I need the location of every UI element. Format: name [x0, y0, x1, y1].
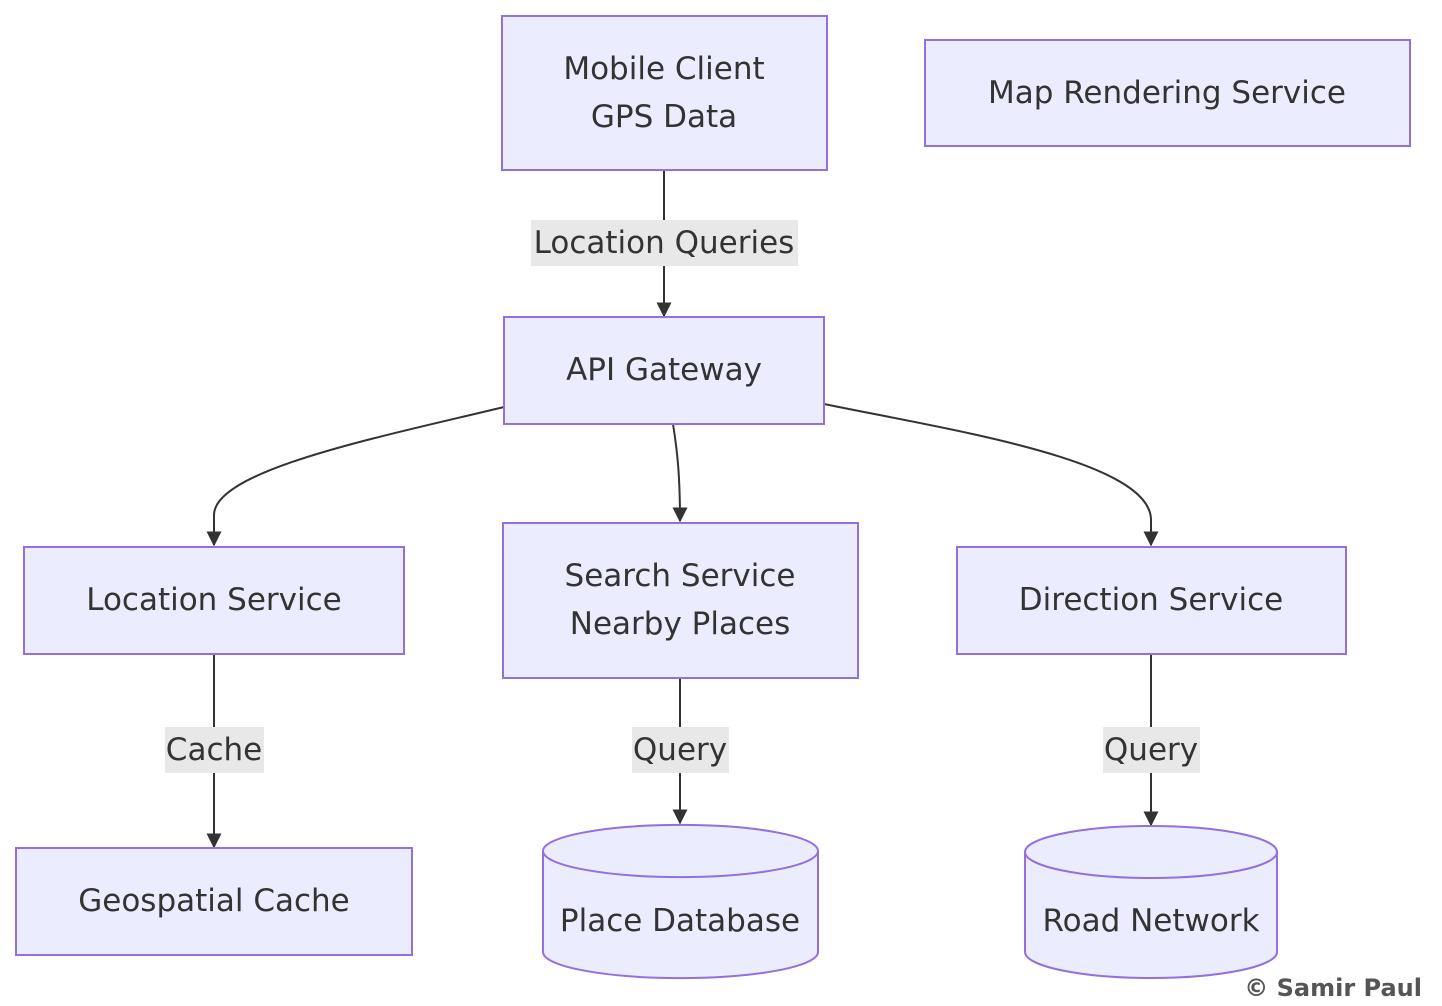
node-location-service: Location Service — [23, 546, 405, 655]
node-label: Geospatial Cache — [78, 883, 350, 919]
edge-gateway-to-location — [206, 406, 505, 547]
node-label-line1: Search Service — [565, 558, 796, 594]
edge-label-query-direction: Query — [1103, 727, 1200, 773]
node-label: Place Database — [560, 903, 800, 939]
edge-label-text: Query — [1104, 732, 1198, 768]
node-label: Map Rendering Service — [988, 75, 1346, 111]
node-label: Direction Service — [1019, 582, 1283, 618]
node-direction-service: Direction Service — [956, 546, 1347, 655]
node-mobile-client: Mobile Client GPS Data — [501, 15, 828, 171]
edge-label-text: Cache — [166, 732, 262, 768]
node-geospatial-cache: Geospatial Cache — [15, 847, 413, 956]
edge-label-text: Query — [633, 732, 727, 768]
edge-gateway-to-direction — [823, 403, 1159, 547]
node-label-line2: GPS Data — [591, 99, 737, 135]
edge-gateway-to-search — [672, 423, 688, 523]
node-road-network: Road Network — [1024, 825, 1278, 979]
node-api-gateway: API Gateway — [503, 316, 825, 425]
node-label-line2: Nearby Places — [570, 606, 790, 642]
edge-label-location-queries: Location Queries — [531, 220, 798, 266]
edge-label-query-search: Query — [632, 727, 729, 773]
node-search-service: Search Service Nearby Places — [502, 522, 859, 679]
node-place-database: Place Database — [542, 823, 819, 980]
node-label: Location Service — [86, 582, 342, 618]
edge-label-cache: Cache — [165, 727, 264, 773]
node-label-line1: Mobile Client — [563, 51, 764, 87]
watermark: © Samir Paul — [1244, 974, 1422, 1002]
edge-label-text: Location Queries — [534, 225, 795, 261]
node-map-rendering-service: Map Rendering Service — [924, 39, 1411, 147]
node-label: Road Network — [1042, 903, 1259, 939]
node-label: API Gateway — [566, 352, 762, 388]
